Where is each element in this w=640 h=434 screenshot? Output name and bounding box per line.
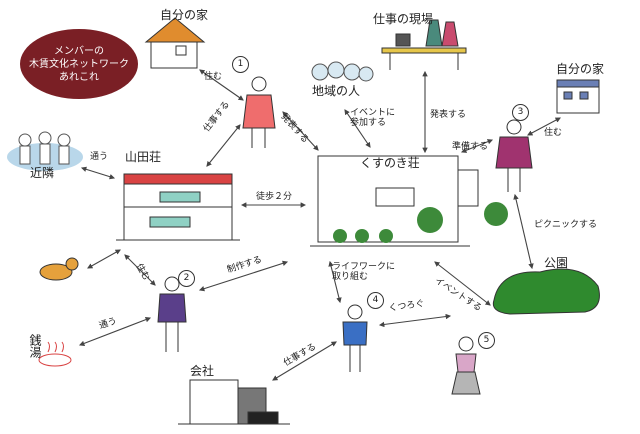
kusunoki-so-drawing (310, 155, 508, 247)
edge-attend-event: イベントに 参加する (350, 108, 396, 128)
connection-arrows (78, 69, 561, 381)
member-2-figure (157, 276, 187, 352)
member-4-badge: 4 (367, 292, 384, 309)
place-local-people: 地域の人 (312, 84, 361, 98)
local-people-drawing (311, 61, 374, 82)
member-4-figure (342, 304, 368, 372)
place-home-top-left: 自分の家 (160, 8, 209, 22)
place-company: 会社 (190, 364, 215, 378)
member-5-figure (451, 336, 481, 395)
bathhouse-drawing (38, 341, 72, 367)
title-line-3: あれこれ (59, 71, 99, 83)
edge-pass-by: 通う (90, 152, 109, 162)
member-1-figure (242, 76, 276, 148)
cat-drawing (39, 257, 79, 281)
place-home-top-right: 自分の家 (556, 62, 605, 76)
place-park: 公園 (544, 256, 569, 270)
member-2-badge: 2 (178, 270, 195, 287)
company-drawing (178, 379, 290, 425)
yamada-so-drawing (116, 173, 240, 241)
edge-present-3: 発表する (430, 110, 467, 120)
edge-lifework: ライフワークに 取り組む (332, 262, 396, 282)
member-3-badge: 3 (512, 104, 529, 121)
diagram-title: メンバーの 木賃文化ネットワーク あれこれ (20, 29, 138, 99)
place-bathhouse: 銭湯 (28, 334, 42, 358)
member-3-figure (495, 119, 533, 192)
place-kusunoki-so: くすのき荘 (360, 156, 420, 170)
edge-live-1: 住む (204, 72, 223, 82)
edge-live-3: 住む (544, 128, 563, 138)
work-site-drawing (381, 19, 467, 70)
edge-prepare: 準備する (452, 142, 489, 152)
edge-walk: 徒歩２分 (256, 192, 293, 202)
place-work-site: 仕事の現場 (373, 12, 434, 26)
place-neighbors: 近隣 (30, 166, 55, 180)
park-drawing (492, 268, 600, 315)
place-yamada-so: 山田荘 (125, 150, 162, 164)
title-line-1: メンバーの (54, 45, 104, 57)
neighbors-drawing (7, 131, 83, 171)
member-5-badge: 5 (478, 332, 495, 349)
edge-picnic: ピクニックする (534, 220, 598, 230)
member-1-badge: 1 (232, 56, 249, 73)
title-line-2: 木賃文化ネットワーク (29, 58, 129, 70)
home-top-right-drawing (556, 79, 600, 114)
home-top-left-drawing (144, 17, 206, 69)
